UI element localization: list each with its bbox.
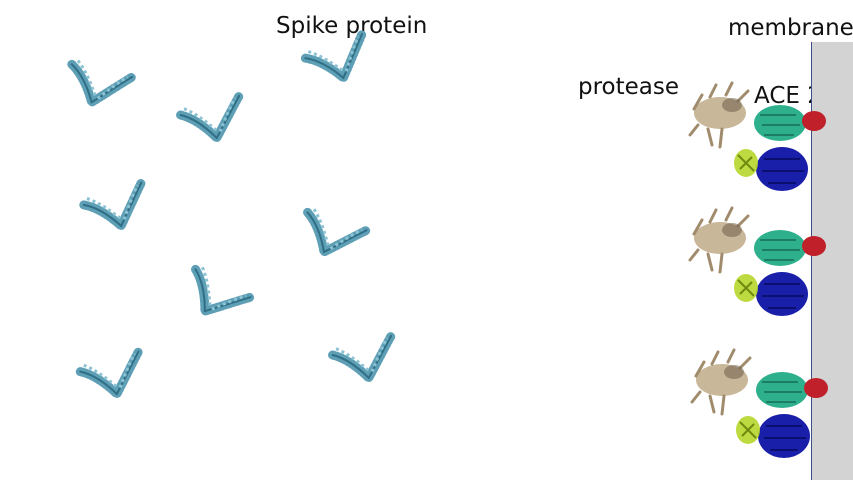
spike-protein-4	[82, 183, 147, 231]
receptor-complex-1	[688, 81, 828, 193]
membrane-label: membrane	[728, 15, 853, 41]
spike-protein-label: Spike protein	[276, 13, 428, 39]
spike-protein-3	[179, 96, 242, 141]
spike-protein-8	[331, 336, 394, 381]
spike-protein-1	[61, 52, 132, 114]
spike-protein-2	[303, 34, 369, 84]
protease-label: protease	[578, 74, 680, 100]
spike-protein-6	[179, 259, 251, 328]
spike-protein-7	[79, 351, 143, 397]
ace2-label: ACE 2	[754, 83, 822, 109]
receptor-complex-3	[690, 348, 830, 460]
receptor-complex-2	[688, 206, 828, 318]
spike-protein-5	[295, 200, 367, 265]
